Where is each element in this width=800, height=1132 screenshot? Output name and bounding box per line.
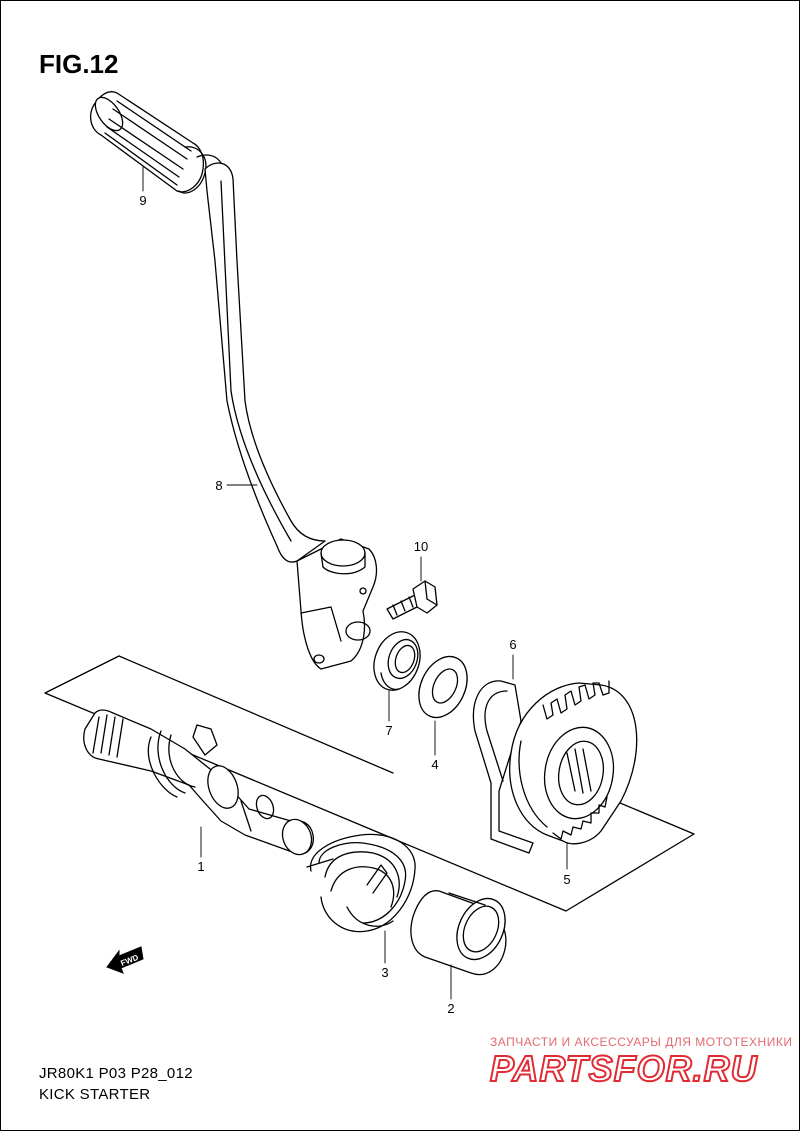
part-10-bolt	[386, 580, 438, 620]
leader-lines	[142, 166, 568, 1000]
callout-10: 10	[414, 539, 428, 554]
part-2-bushing	[410, 890, 507, 976]
fwd-arrow-icon: FWD	[106, 946, 144, 974]
callout-3: 3	[381, 965, 388, 980]
part-7-oil-seal	[373, 631, 421, 691]
callout-5: 5	[563, 872, 570, 887]
assembly-frame	[44, 655, 695, 912]
part-4-washer	[418, 655, 468, 719]
callout-8: 8	[215, 478, 222, 493]
watermark-tagline: ЗАПЧАСТИ И АКСЕССУАРЫ ДЛЯ МОТОТЕХНИКИ	[490, 1035, 793, 1049]
callout-1: 1	[197, 859, 204, 874]
part-5-gear	[509, 680, 638, 845]
part-8-kick-arm	[204, 162, 378, 670]
callout-4: 4	[431, 757, 438, 772]
part-3-spring	[306, 833, 416, 933]
watermark-logo: PARTSFOR.RU	[489, 1048, 758, 1089]
callout-9: 9	[139, 193, 146, 208]
figure-title: FIG.12	[39, 49, 119, 79]
model-code: JR80K1 P03 P28_012	[39, 1065, 193, 1082]
callout-2: 2	[447, 1001, 454, 1016]
part-1-shaft	[83, 709, 314, 856]
callout-6: 6	[509, 637, 516, 652]
callout-7: 7	[385, 723, 392, 738]
section-name: KICK STARTER	[39, 1086, 151, 1103]
part-9-kick-grip	[90, 91, 224, 194]
part-6-guide	[472, 680, 534, 854]
